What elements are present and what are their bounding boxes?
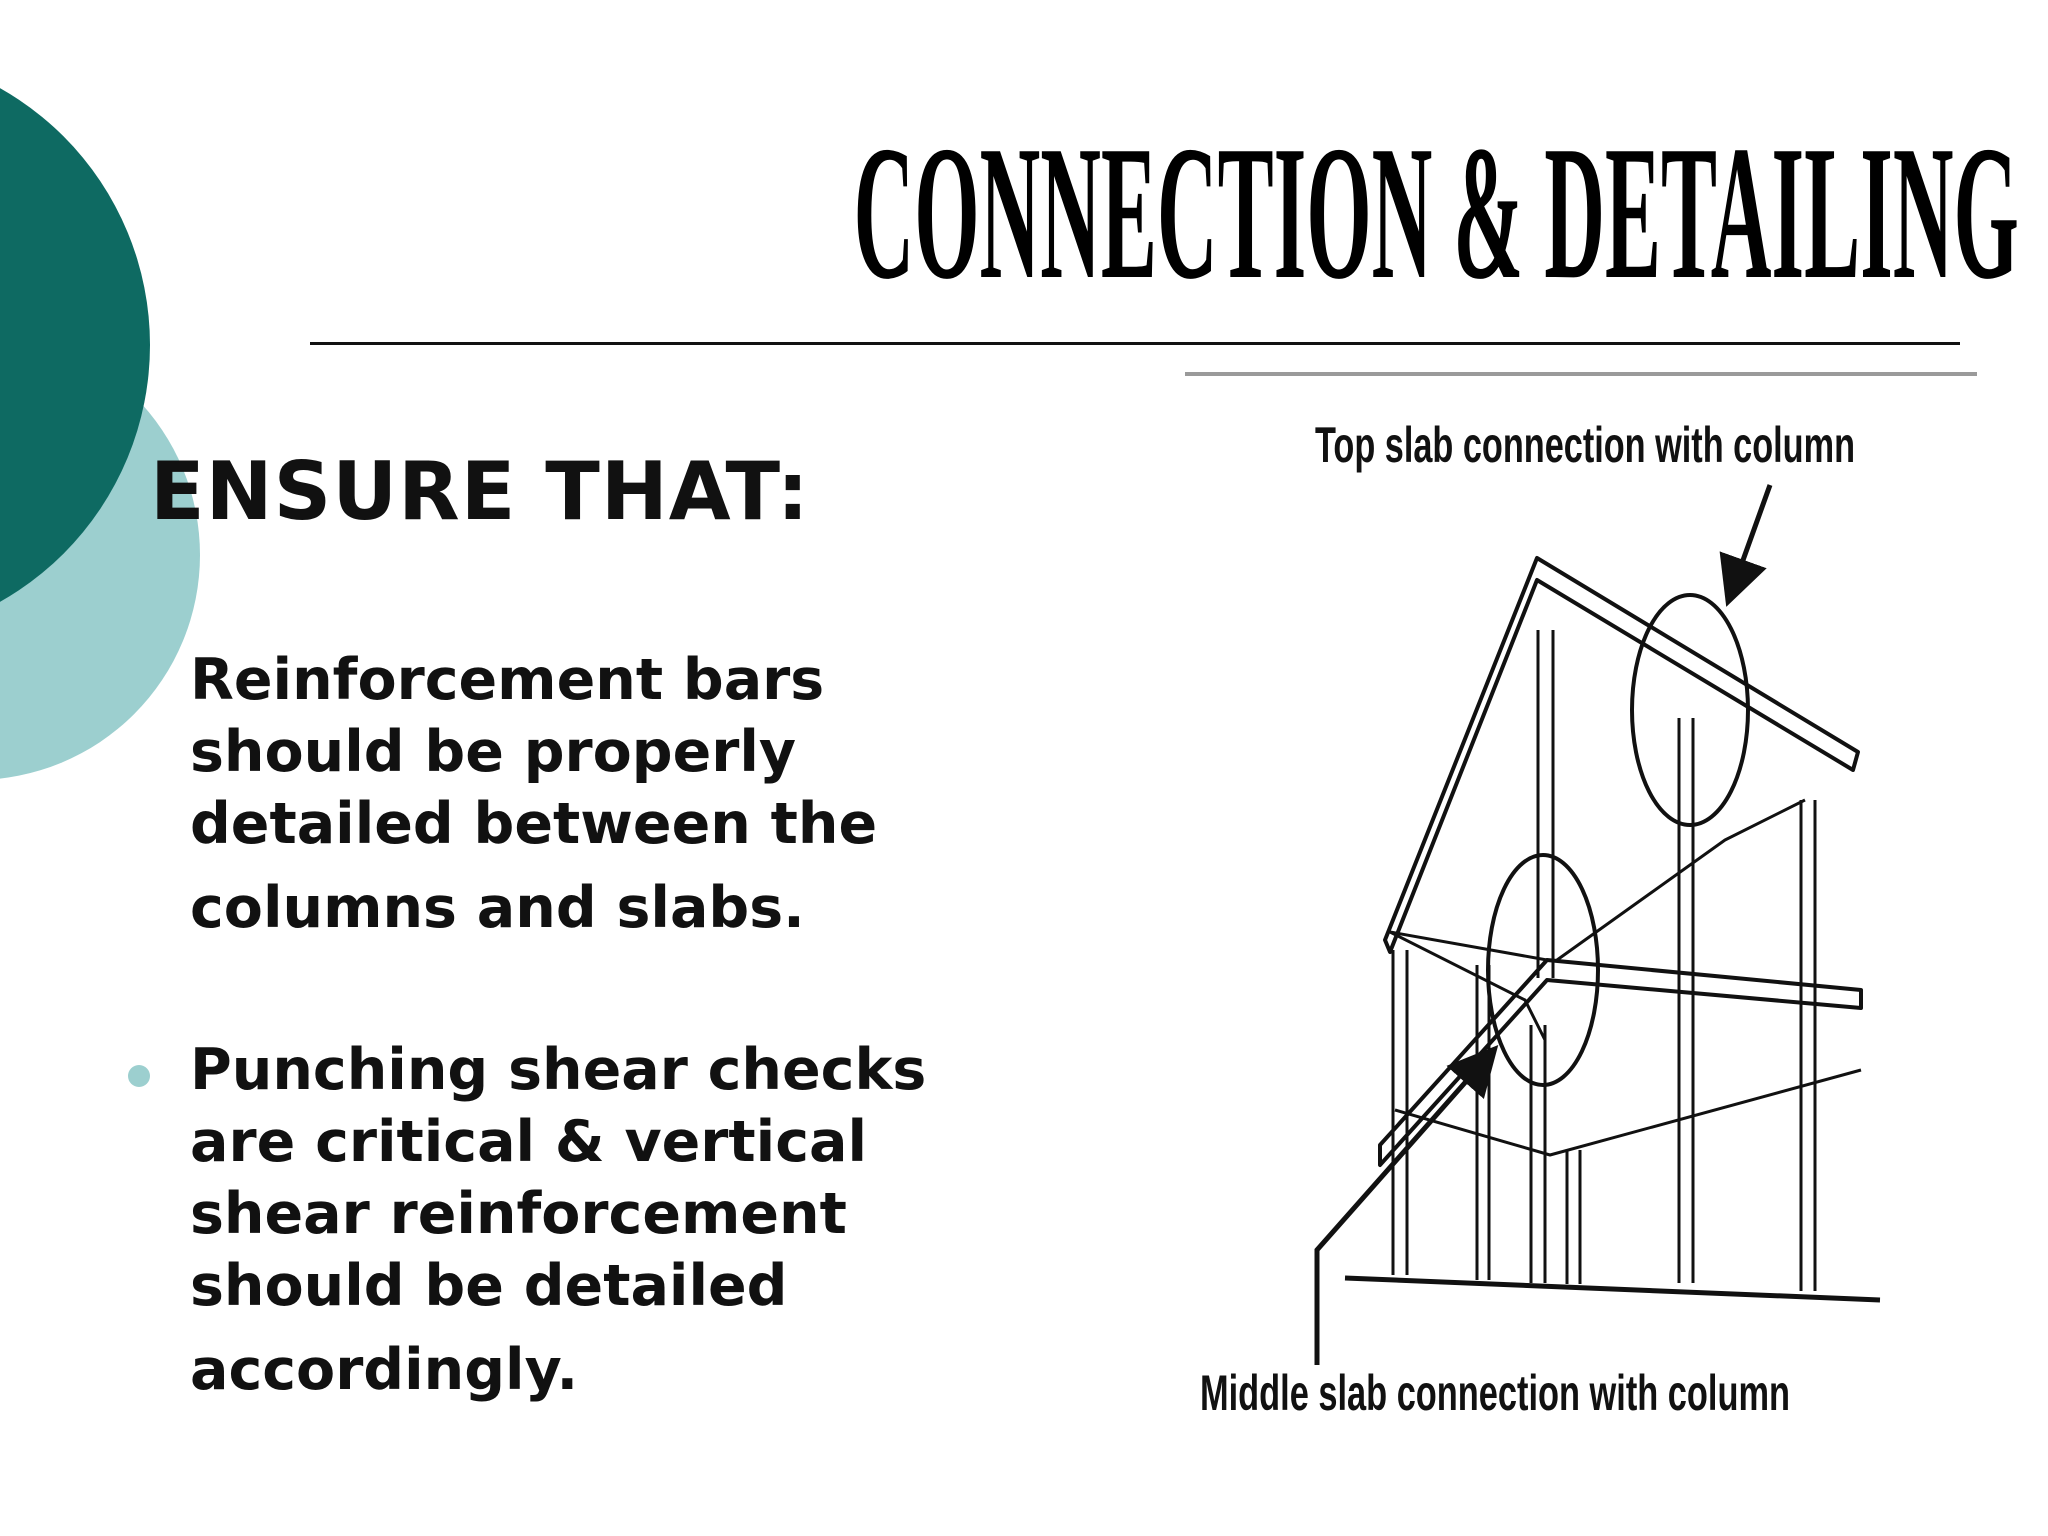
columns: [1391, 630, 1817, 1291]
bullet-1-line-1: Reinforcement bars: [190, 647, 825, 713]
bullet-1-line-3: detailed between the: [190, 791, 878, 857]
bullet-2-line-2: are critical & vertical: [190, 1109, 867, 1175]
top-slab: [1383, 556, 1860, 954]
middle-slab-back-edges: [1389, 930, 1548, 1041]
bullet-1: Reinforcement bars should be properly de…: [190, 644, 877, 944]
bullet-1-line-4: columns and slabs.: [190, 875, 805, 941]
bullet-2-line-1: Punching shear checks: [190, 1037, 927, 1103]
slab-column-diagram: Top slab connection with column Midd: [1200, 417, 1881, 1421]
bullet-1-line-2: should be properly: [190, 719, 797, 785]
bullet-2-line-3: shear reinforcement: [190, 1181, 847, 1247]
top-arrow: [1719, 484, 1773, 607]
ground-line: [1344, 1275, 1881, 1303]
title-divider: [310, 342, 1960, 345]
middle-connection-circle: [1486, 853, 1600, 1087]
section-heading: ENSURE THAT:: [150, 445, 810, 538]
top-connection-circle: [1630, 593, 1750, 827]
middle-slab-label: Middle slab connection with column: [1200, 1365, 1790, 1421]
frame-structure: [1344, 556, 1881, 1303]
decorative-circles: [0, 88, 200, 779]
top-slab-label: Top slab connection with column: [1315, 417, 1855, 473]
bottom-arrow: [1314, 1045, 1499, 1330]
bullet-dot-1: [128, 672, 150, 694]
slab-back-edges: [1394, 798, 1862, 1157]
bullet-2-line-5: accordingly.: [190, 1337, 579, 1403]
dark-teal-circle: [0, 88, 150, 602]
slide-title: CONNECTION & DETAILING: [853, 106, 2019, 320]
bullet-dot-2: [128, 1065, 150, 1087]
bullet-2-line-4: should be detailed: [190, 1253, 788, 1319]
bullet-2: Punching shear checks are critical & ver…: [190, 1034, 926, 1406]
figure-divider: [1185, 372, 1977, 376]
